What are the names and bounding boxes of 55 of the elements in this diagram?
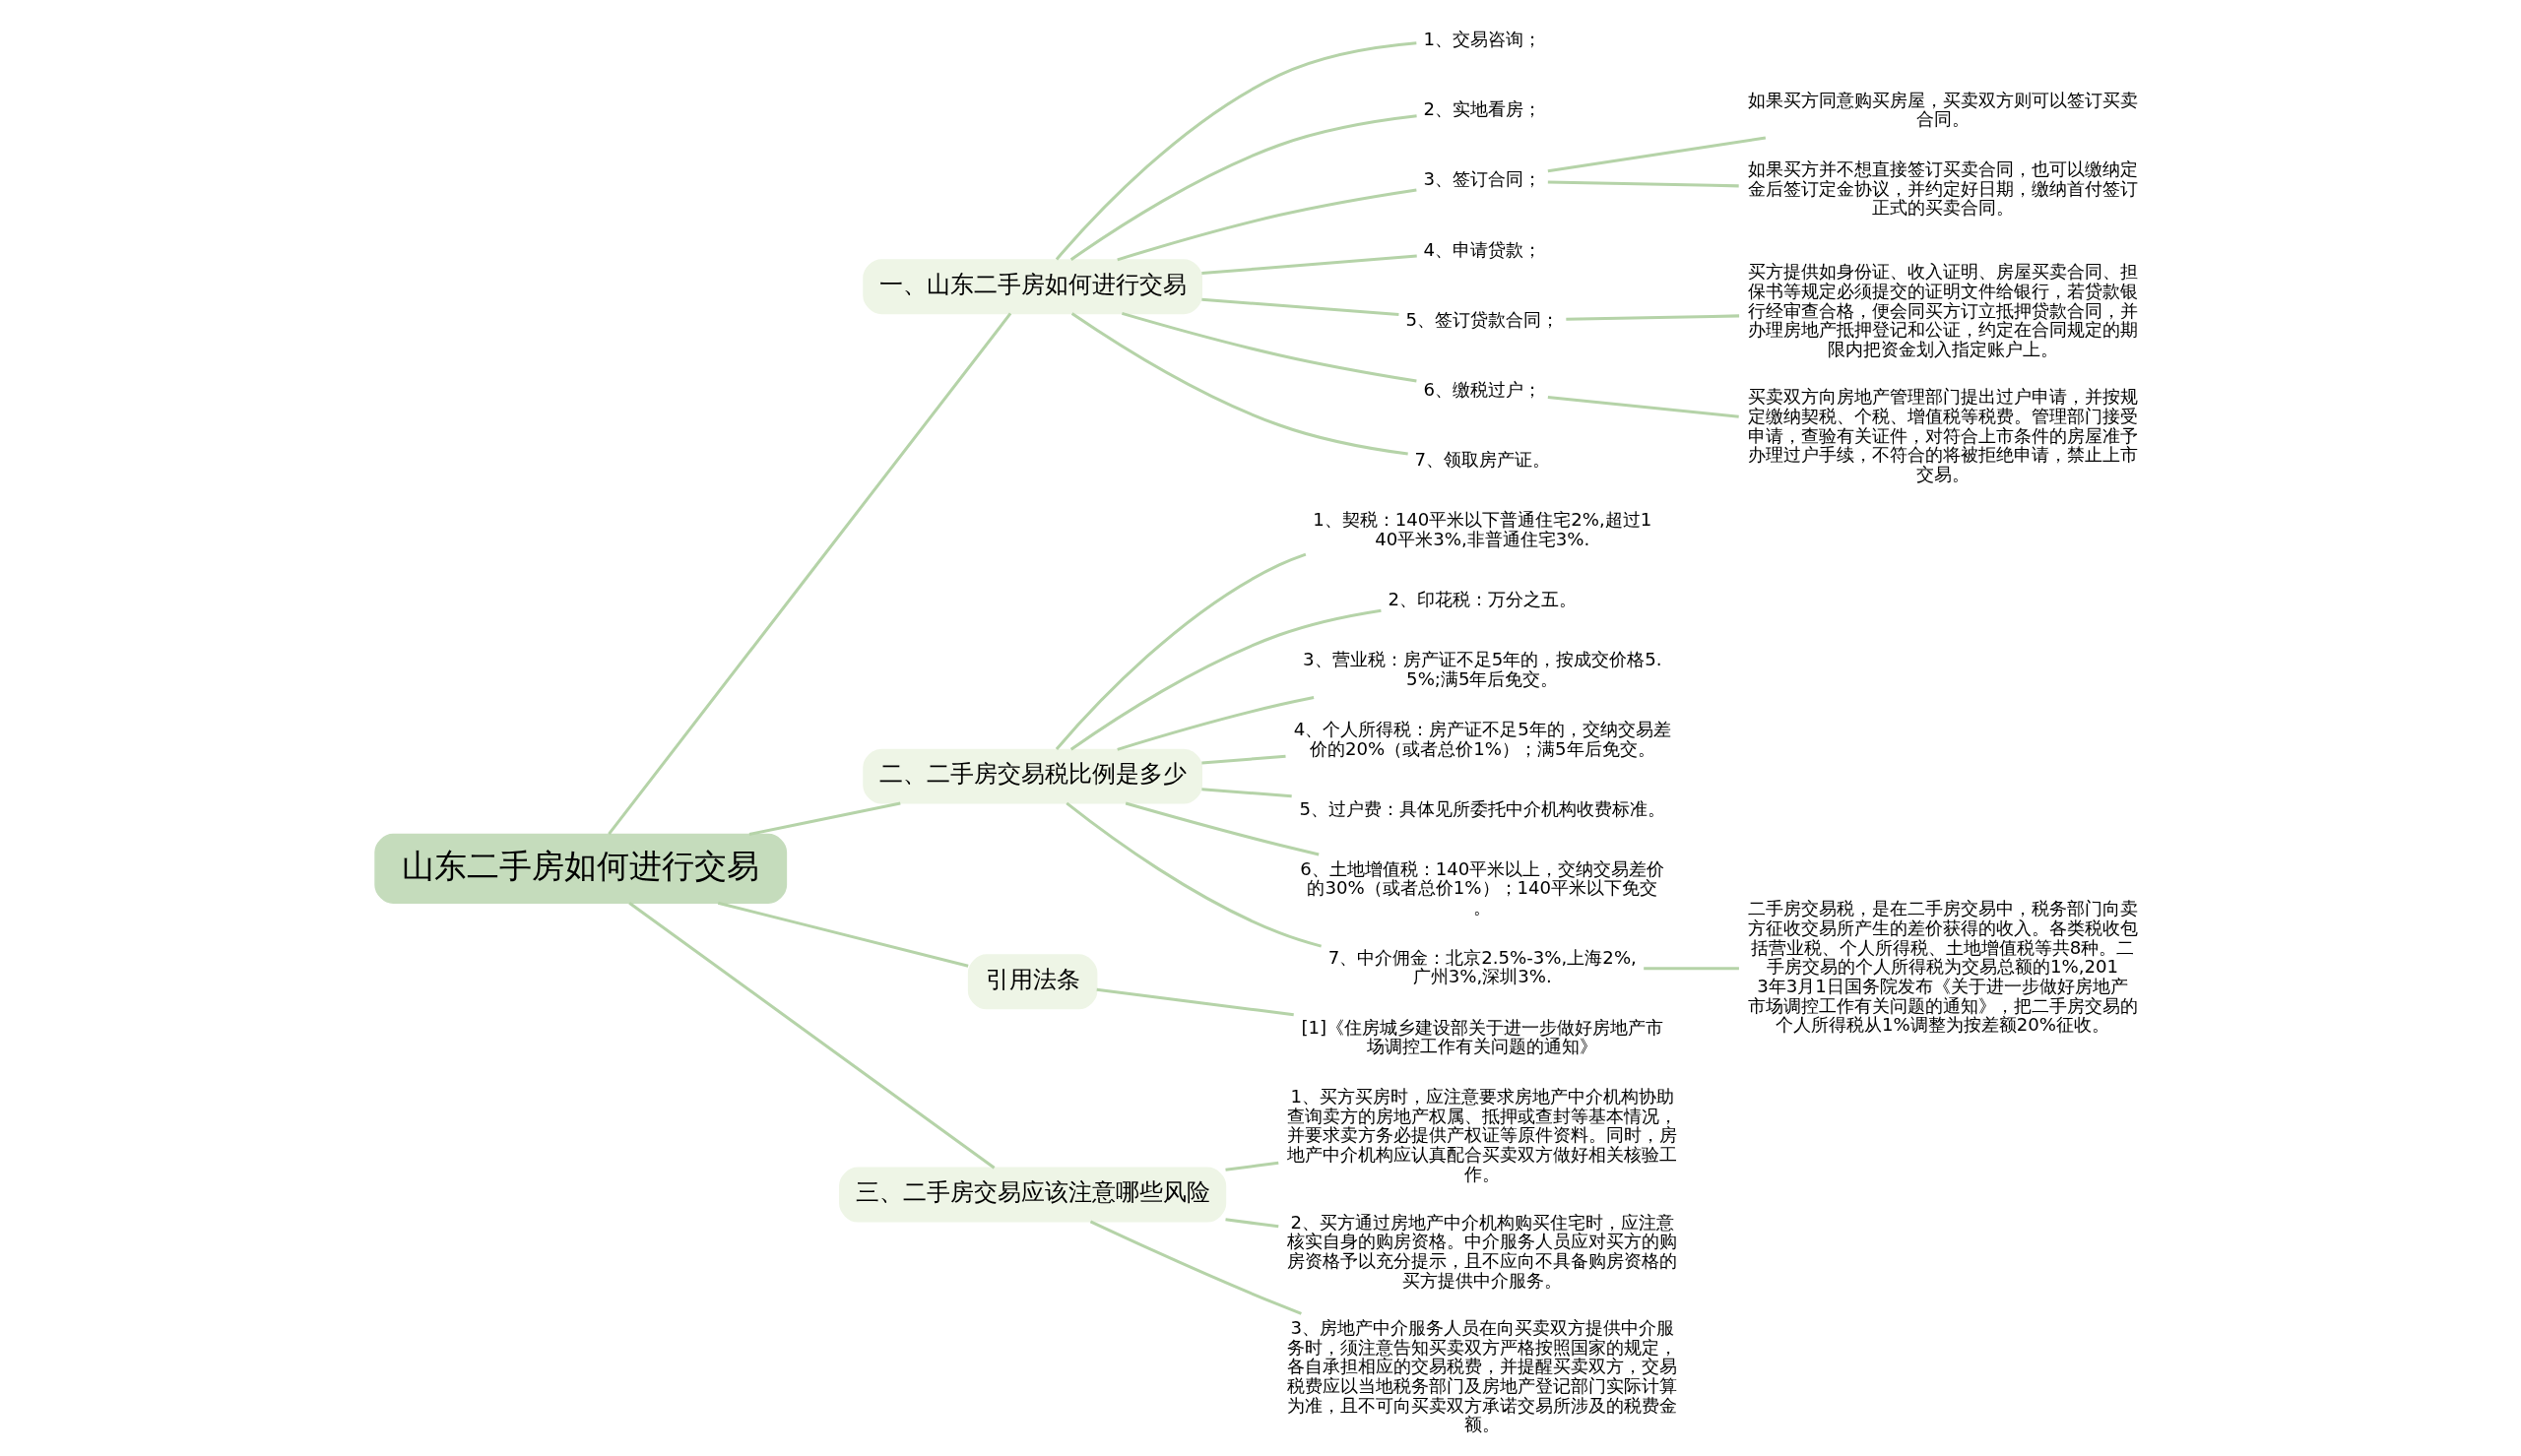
node-box: 二、二手房交易税比例是多少 [863, 748, 1203, 804]
connector [1070, 312, 1408, 456]
node-text: 7、领取房产证。 [1414, 448, 1551, 470]
connector [608, 312, 1012, 836]
node-box: 一、山东二手房如何进行交易 [863, 259, 1203, 315]
connector [1055, 41, 1417, 261]
connector [1201, 754, 1286, 765]
connector [1225, 1218, 1279, 1229]
connector [1066, 801, 1323, 948]
connector [1069, 608, 1382, 751]
connector [628, 901, 996, 1170]
connector [1644, 967, 1739, 971]
node-box: 三、二手房交易应该注意哪些风险 [839, 1167, 1227, 1223]
connector [1201, 788, 1292, 798]
node-text: 2、买方通过房地产中介机构购买住宅时，应注意核实自身的购房资格。中介服务人员应对买方的购房资格予以充分提示，且不应向不具备购房资格的买方提供中介服务。 [1287, 1211, 1678, 1291]
node-text: 1、交易咨询； [1423, 29, 1542, 50]
node-text: 二手房交易税，是在二手房交易中，税务部门向卖方征收交易所产生的差价获得的收入。各类税收包括营业税、个人所得税、土地增值税等共8种。二手房交易的个人所得税为交易总额的1%,2013年3月1日国务院发布《关于进一步做好房地产市场调控工作有关问题的通知》，把二手房交易的个人所得税从1%调整为按差额20%征收。 [1747, 898, 2138, 1036]
connector [1125, 801, 1320, 856]
node-text: 4、个人所得税：房产证不足5年的，交纳交易差价的20%（或者总价1%）；满5年后免交。 [1293, 719, 1671, 759]
connector [1055, 552, 1307, 750]
node-text: 买卖双方向房地产管理部门提出过户申请，并按规定缴纳契税、个税、增值税等税费。管理部门接受申请，查验有关证件，对符合上市条件的房屋准予办理过户手续，不符合的将被拒绝申请，禁止上市交易。 [1747, 386, 2138, 484]
node-text: 如果买方同意购买房屋，买卖双方则可以签订买卖合同。 [1747, 89, 2138, 130]
node-text: 3、营业税：房产证不足5年的，按成交价格5.5%;满5年后免交。 [1303, 649, 1662, 689]
node-box: 引用法条 [967, 954, 1098, 1010]
node-text: 4、申请贷款； [1423, 238, 1542, 260]
node-text: 1、契税：140平米以下普通住宅2%,超过140平米3%,非普通住宅3%. [1313, 509, 1652, 549]
node-text: 5、签订贷款合同； [1405, 308, 1560, 330]
connector [1547, 396, 1739, 418]
node-text: 3、房地产中介服务人员在向买卖双方提供中介服务时，须注意告知买卖双方严格按照国家的规定，各自承担相应的交易税费，并提醒买卖双方，交易税费应以当地税务部门及房地产登记部门实际计算为准，且不可向买卖双方承诺交易所涉及的税费金额。 [1287, 1317, 1678, 1435]
node-text: 2、实地看房； [1423, 98, 1542, 120]
node-text: 7、中介佣金：北京2.5%-3%,上海2%,广州3%,深圳3%. [1327, 946, 1637, 987]
connector [1547, 180, 1739, 188]
node-text: [1]《住房城乡建设部关于进一步做好房地产市场调控工作有关问题的通知》 [1301, 1016, 1664, 1057]
node-box: 山东二手房如何进行交易 [374, 833, 788, 904]
connector [1122, 311, 1417, 383]
connector [1096, 987, 1294, 1017]
connector [1117, 188, 1417, 262]
connector [1089, 1220, 1302, 1315]
connector [1547, 136, 1767, 173]
connector [1201, 254, 1417, 276]
connector [1201, 297, 1399, 317]
node-text: 2、印花税：万分之五。 [1388, 588, 1578, 609]
node-text: 6、缴税过户； [1423, 378, 1542, 400]
node-text: 5、过户费：具体见所委托中介机构收费标准。 [1299, 798, 1666, 820]
connector [1117, 696, 1315, 751]
node-text: 3、签订合同； [1423, 168, 1542, 190]
node-text: 买方提供如身份证、收入证明、房屋买卖合同、担保书等规定必须提交的证明文件给银行，若贷款银行经审查合格，便会同买方订立抵押贷款合同，并办理房地产抵押登记和公证，约定在合同规定的期限内把资金划入指定账户上。 [1747, 261, 2138, 359]
connector [1069, 114, 1417, 261]
connector [717, 901, 969, 968]
connector [1225, 1161, 1279, 1171]
node-text: 6、土地增值税：140平米以上，交纳交易差价的30%（或者总价1%）；140平米以下免交。 [1300, 857, 1665, 918]
node-text: 1、买方买房时，应注意要求房地产中介机构协助查询卖方的房地产权属、抵押或查封等基本情况，并要求卖方务必提供产权证等原件资料。同时，房地产中介机构应认真配合买卖双方做好相关核验工作。 [1287, 1085, 1678, 1184]
node-text: 如果买方并不想直接签订买卖合同，也可以缴纳定金后签订定金协议，并约定好日期，缴纳首付签订正式的买卖合同。 [1747, 158, 2138, 219]
connector [1566, 314, 1740, 321]
connector [748, 801, 901, 836]
